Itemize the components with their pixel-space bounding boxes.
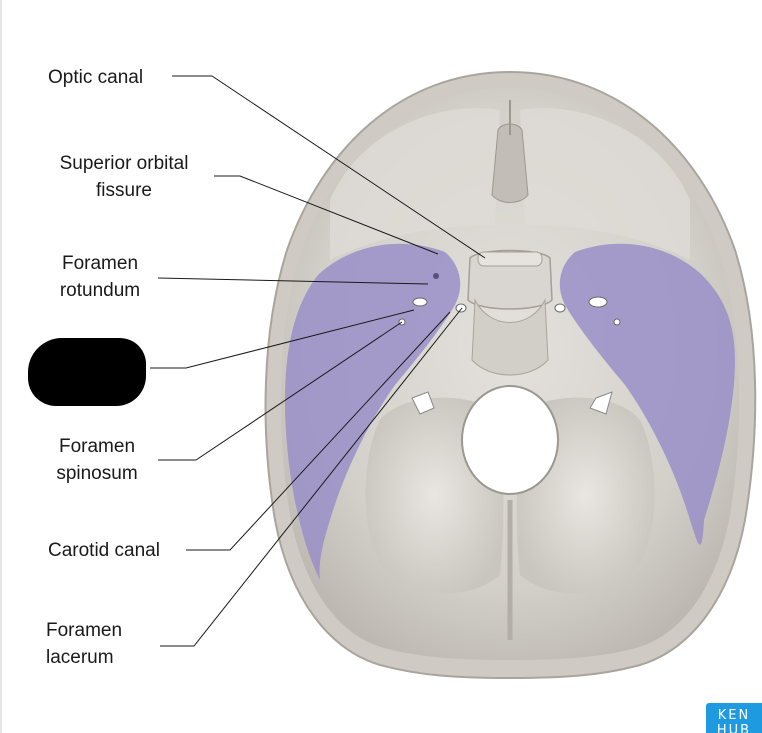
- leader-redacted: [150, 309, 415, 369]
- label-foramen-lacerum: Foramen lacerum: [46, 617, 136, 671]
- label-foramen-lacerum-line1: Foramen: [46, 620, 123, 641]
- label-foramen-lacerum-line2: lacerum: [46, 647, 114, 668]
- jugular-foramen-right: [589, 391, 613, 415]
- leader-superior-orbital-fissure: [214, 175, 439, 255]
- leader-lines: [150, 75, 486, 647]
- left-border: [0, 0, 2, 733]
- jugular-foramen-left: [411, 391, 435, 415]
- label-foramen-spinosum-line1: Foramen: [58, 436, 136, 457]
- leader-foramen-spinosum: [158, 321, 403, 461]
- clivus: [471, 298, 549, 376]
- foramen-spinosum-right-hole: [613, 318, 621, 326]
- label-optic-canal: Optic canal: [48, 67, 144, 88]
- label-carotid-canal: Carotid canal: [48, 540, 160, 561]
- foramen-lacerum-right-hole: [554, 303, 566, 313]
- label-foramen-rotundum-line2: rotundum: [59, 280, 141, 301]
- leader-foramen-rotundum: [157, 277, 429, 285]
- foramen-lacerum-left-hole: [455, 303, 467, 313]
- middle-fossa-right-highlight: [559, 243, 735, 545]
- anterior-fossa-right: [520, 108, 690, 260]
- label-foramen-rotundum: Foramen rotundum: [46, 250, 154, 304]
- foramen-ovale-left: [412, 297, 428, 307]
- kenhub-logo-line1: KEN: [717, 708, 751, 723]
- kenhub-logo-line2: HUB: [716, 723, 752, 733]
- foramen-ovale-right: [588, 296, 608, 308]
- foramen-rotundum-left-hole: [433, 273, 439, 279]
- leader-optic-canal: [172, 75, 486, 259]
- cribriform-plate: [491, 123, 529, 203]
- label-superior-orbital-fissure-line1: Superior orbital: [59, 153, 189, 174]
- label-foramen-spinosum: Foramen spinosum: [46, 433, 148, 487]
- label-superior-orbital-fissure-line2: fissure: [96, 180, 152, 201]
- anterior-fossa-left: [330, 108, 500, 260]
- foramen-magnum: [461, 385, 559, 495]
- kenhub-logo-button[interactable]: KEN HUB: [706, 703, 762, 733]
- middle-fossa-left-highlight: [285, 243, 461, 580]
- label-superior-orbital-fissure: Superior orbital fissure: [46, 150, 202, 204]
- leader-foramen-lacerum: [160, 307, 463, 647]
- label-foramen-rotundum-line1: Foramen: [61, 253, 139, 274]
- leader-carotid-canal: [186, 311, 451, 551]
- redacted-label: [28, 338, 146, 406]
- label-foramen-spinosum-line2: spinosum: [56, 463, 138, 484]
